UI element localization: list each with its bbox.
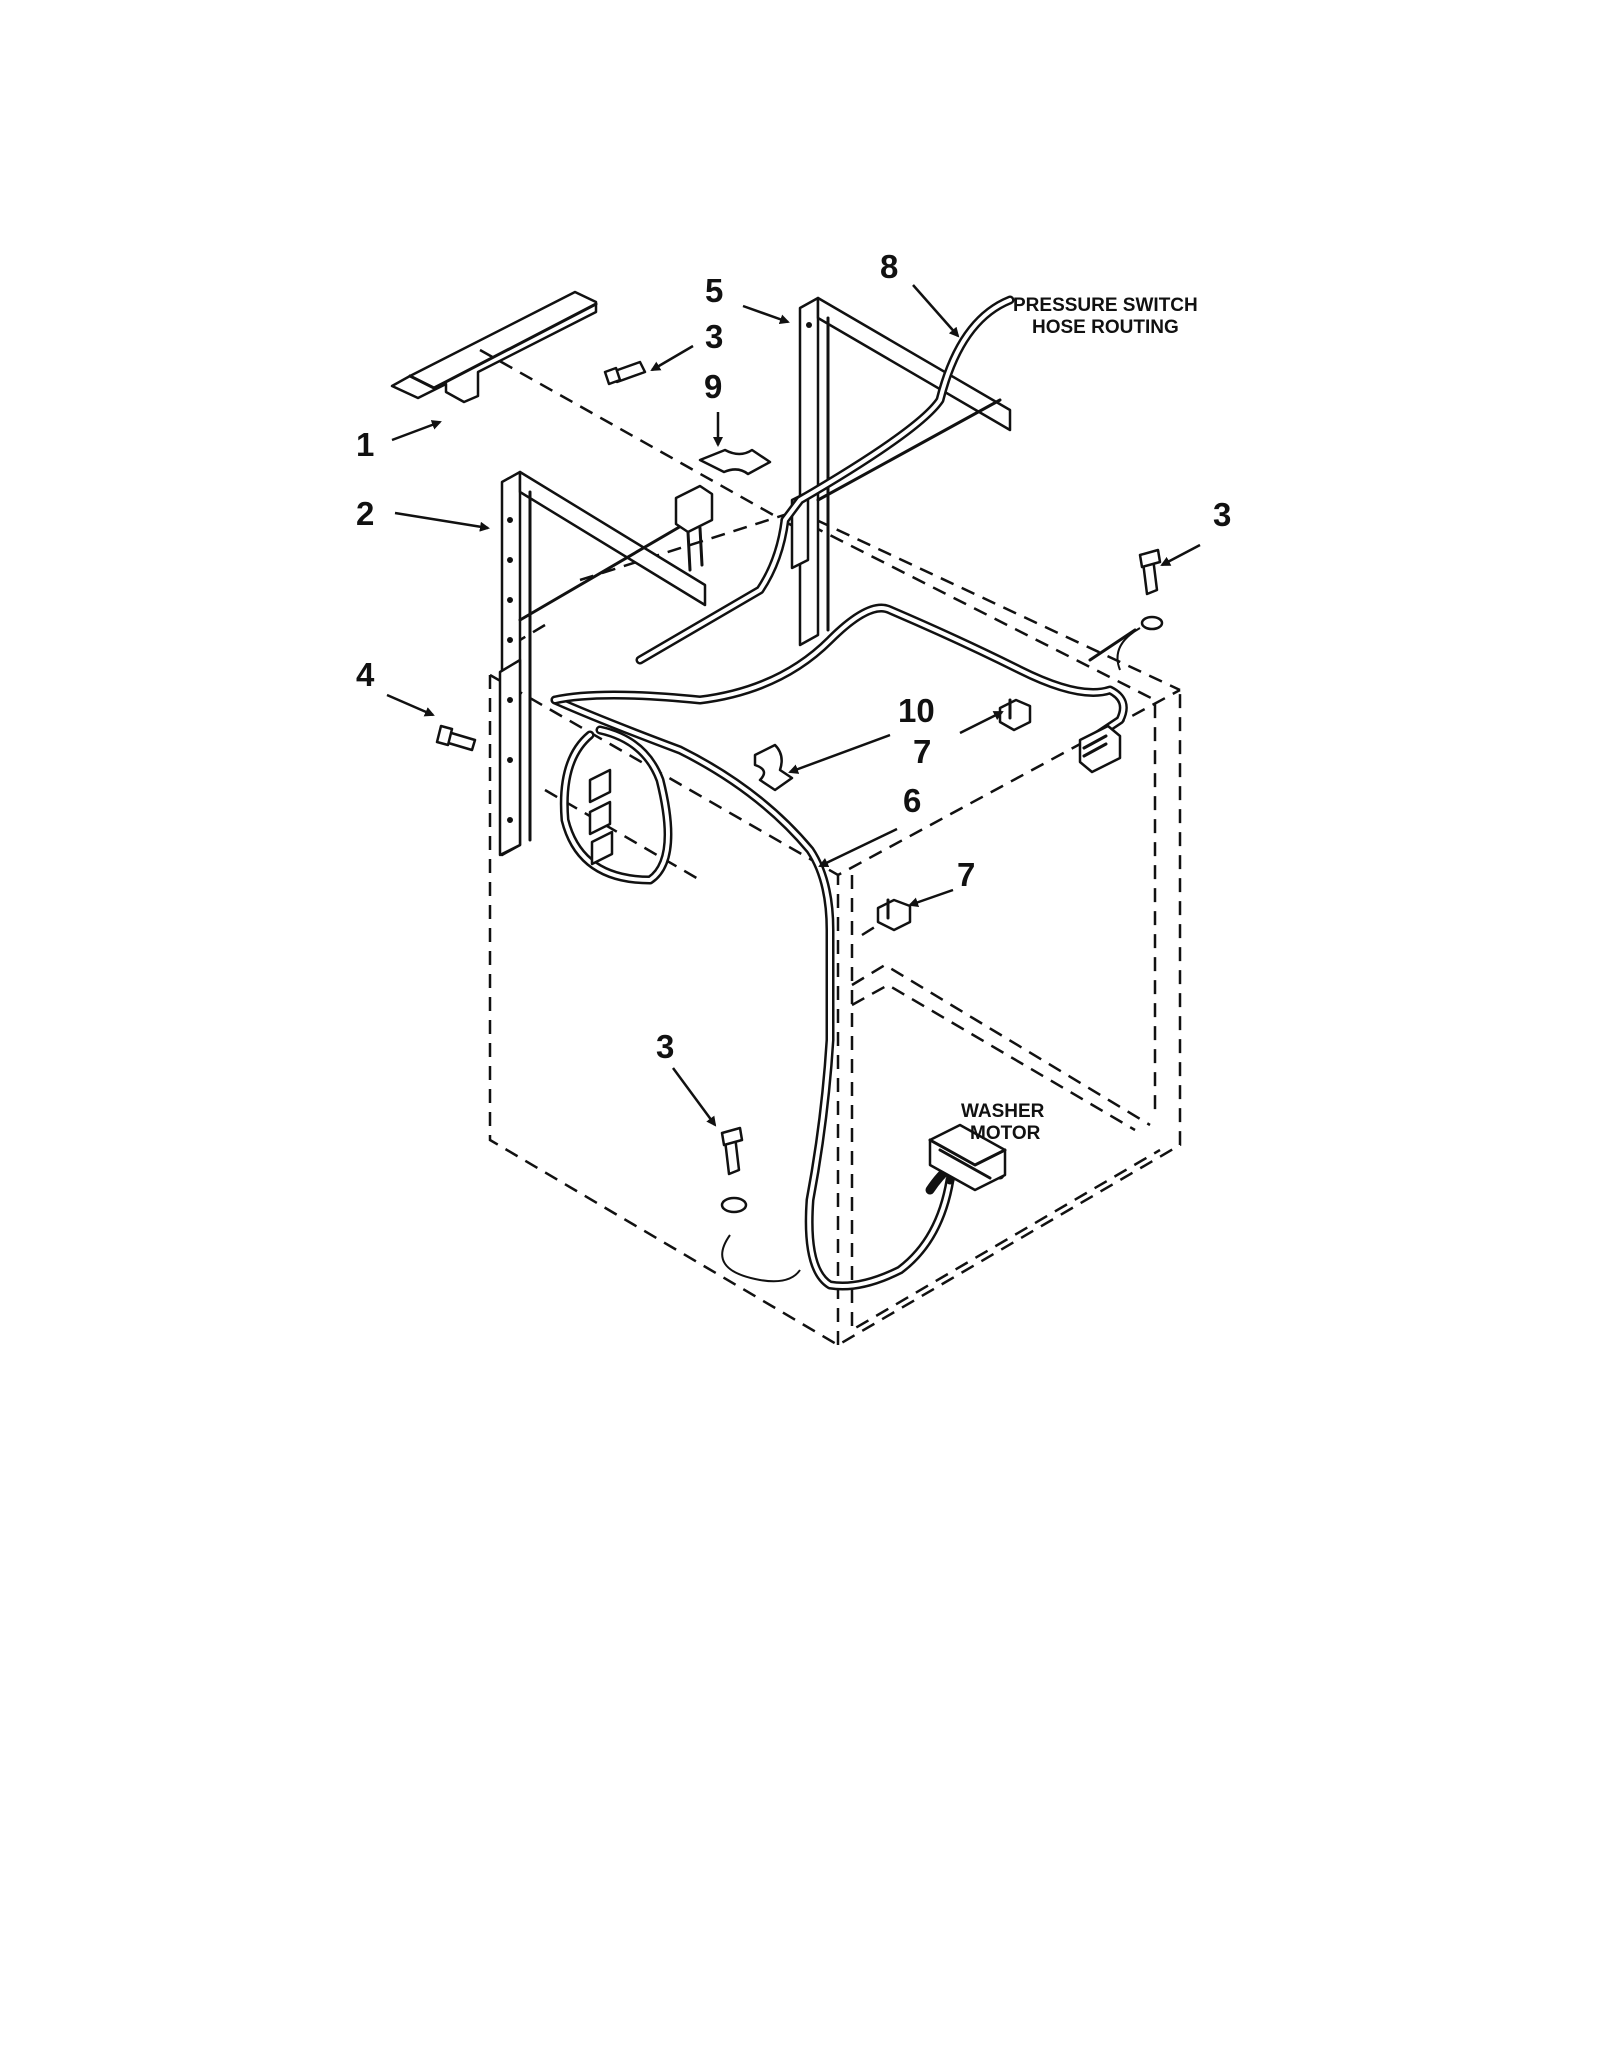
frame-part-5 [790, 296, 1012, 647]
clip-part-7-lower [861, 898, 912, 937]
callout-7-upper: 7 [913, 733, 931, 770]
pressure-switch-note-line2: HOSE ROUTING [1032, 317, 1179, 338]
frame-part-2 [498, 470, 714, 857]
callout-3-right: 3 [1213, 496, 1231, 533]
bracket-part-1 [390, 290, 801, 532]
callout-labels: 1 2 3 3 3 4 5 6 7 7 8 9 10 [356, 248, 1231, 1065]
annotation-notes: PRESSURE SWITCH HOSE ROUTING WASHER MOTO… [961, 295, 1198, 1144]
callout-9: 9 [704, 368, 722, 405]
callout-6: 6 [903, 782, 921, 819]
callout-3-top: 3 [705, 318, 723, 355]
callout-10: 10 [898, 692, 935, 729]
washer-motor-note-line1: WASHER [961, 1101, 1045, 1122]
clip-part-7-upper [998, 698, 1032, 732]
callout-8: 8 [880, 248, 898, 285]
screw-part-3-right [1116, 548, 1164, 671]
screw-part-4 [435, 724, 477, 752]
screw-part-3-bottom [720, 1126, 748, 1214]
callout-7-lower: 7 [957, 856, 975, 893]
callout-5: 5 [705, 272, 723, 309]
callout-1: 1 [356, 426, 374, 463]
callout-3-bottom: 3 [656, 1028, 674, 1065]
pressure-hose-part-8 [635, 295, 1015, 665]
leader-arrows [386, 284, 1201, 1127]
washer-motor-note-line2: MOTOR [970, 1123, 1041, 1144]
pressure-switch-note-line1: PRESSURE SWITCH [1013, 295, 1198, 316]
cabinet-outline [488, 508, 1182, 1347]
clip-part-9 [698, 448, 772, 476]
screw-part-3-top [603, 360, 647, 386]
callout-2: 2 [356, 495, 374, 532]
wire-harness-part-6 [550, 603, 1137, 1291]
clip-part-10 [753, 743, 794, 792]
callout-4: 4 [356, 656, 375, 693]
